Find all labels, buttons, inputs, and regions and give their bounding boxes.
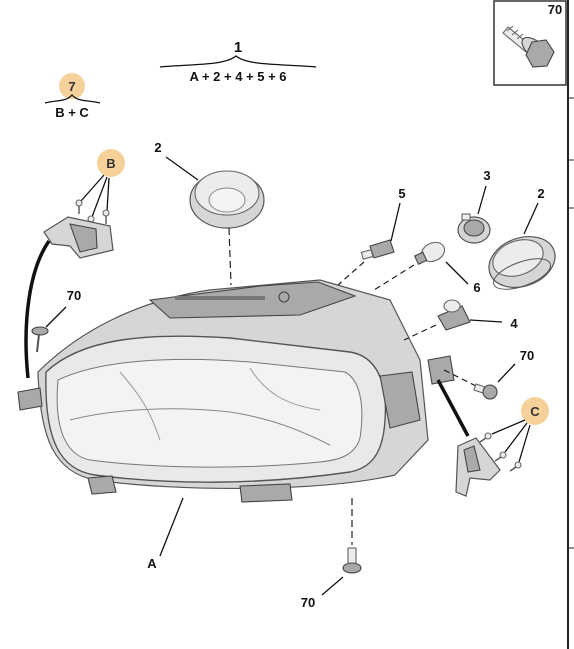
callout-2-right: 2 xyxy=(488,186,556,290)
callout-70-left: 70 xyxy=(31,288,81,353)
group-7-brace xyxy=(44,94,101,104)
label-5: 5 xyxy=(398,186,405,201)
small-bulb-icon xyxy=(360,239,395,260)
headlamp-assembly xyxy=(17,279,429,503)
callout-70-right: 70 xyxy=(427,348,534,400)
screw-icon xyxy=(473,383,498,400)
adjuster-bracket xyxy=(427,355,455,385)
bottom-tab-left xyxy=(87,475,117,495)
bulb-cover-icon xyxy=(488,236,556,290)
label-70-left: 70 xyxy=(67,288,81,303)
badge-c-label: C xyxy=(530,404,540,419)
bracket-b-assembly: B xyxy=(24,149,125,379)
bracket-b-pointer xyxy=(24,239,51,379)
bulb-icon xyxy=(413,241,446,265)
screw-icon xyxy=(502,25,555,68)
adjuster-housing xyxy=(379,371,421,429)
right-edge-rules xyxy=(567,0,574,649)
callout-70-bottom: 70 xyxy=(301,498,362,610)
label-6: 6 xyxy=(473,280,480,295)
badge-b xyxy=(97,149,125,177)
screw-icon xyxy=(31,326,49,353)
label-a: A xyxy=(147,556,157,571)
group-7-badge xyxy=(59,73,85,99)
callout-6: 6 xyxy=(373,241,481,295)
bulb-cover-icon xyxy=(189,170,265,229)
group-1-header: 1 A + 2 + 4 + 5 + 6 xyxy=(159,39,317,84)
bracket-c-pointer xyxy=(436,379,470,437)
left-mounting-tab xyxy=(17,387,43,411)
group-1-formula: A + 2 + 4 + 5 + 6 xyxy=(189,69,286,84)
label-3: 3 xyxy=(483,168,490,183)
bottom-tab-center xyxy=(239,483,293,503)
badge-b-label: B xyxy=(106,156,115,171)
inset-label: 70 xyxy=(548,2,562,17)
screw-icon xyxy=(342,547,362,574)
group-7-header: 7 B + C xyxy=(44,73,101,120)
group-7-formula: B + C xyxy=(55,105,89,120)
label-2-left: 2 xyxy=(154,140,161,155)
bulb-holder-icon xyxy=(457,213,491,244)
bracket-c-assembly: C xyxy=(436,379,549,497)
callout-a: A xyxy=(147,497,184,571)
label-4: 4 xyxy=(510,316,518,331)
inset-screw-box: 70 xyxy=(493,0,567,86)
label-70-right: 70 xyxy=(520,348,534,363)
label-70-bottom: 70 xyxy=(301,595,315,610)
group-7-badge-label: 7 xyxy=(68,79,75,94)
group-1-brace xyxy=(159,55,317,68)
small-screw-icon xyxy=(479,432,522,472)
headlamp-inner-lens xyxy=(56,358,363,468)
callout-4: 4 xyxy=(403,299,518,341)
badge-c xyxy=(521,397,549,425)
group-1-number: 1 xyxy=(234,39,242,56)
callout-3: 3 xyxy=(457,168,491,244)
callout-2-left: 2 xyxy=(154,140,265,286)
label-2-right: 2 xyxy=(537,186,544,201)
bulb-icon xyxy=(437,299,471,331)
small-screw-icon xyxy=(75,199,110,230)
callout-5: 5 xyxy=(337,186,406,286)
